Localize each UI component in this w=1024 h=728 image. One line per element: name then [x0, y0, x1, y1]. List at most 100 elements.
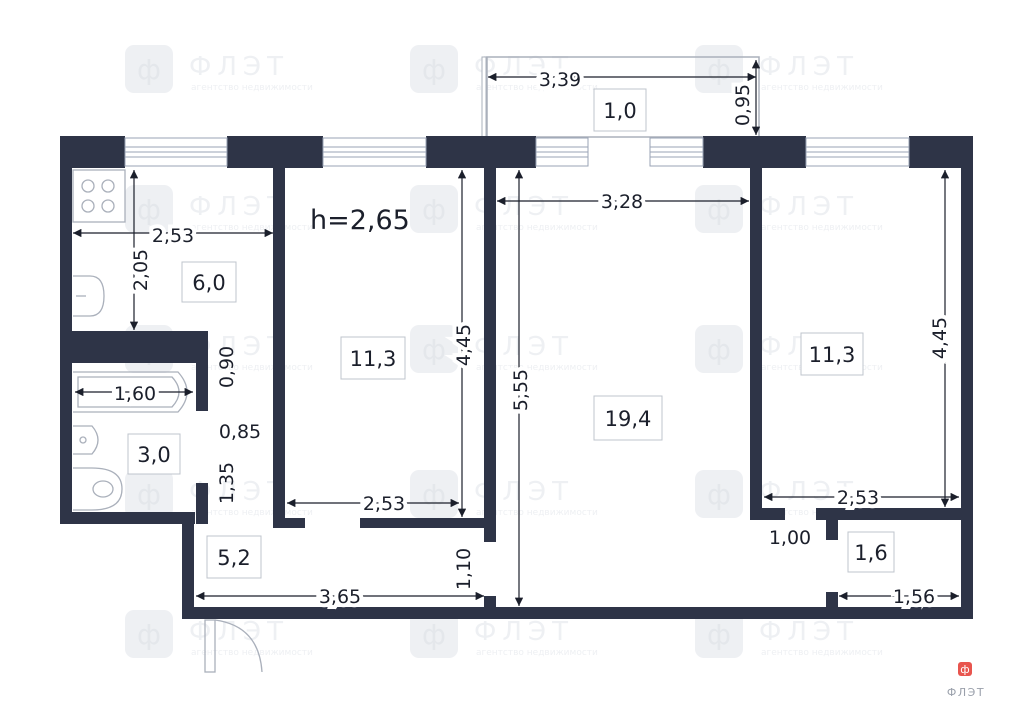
watermark-letter: ф: [422, 193, 446, 226]
dim-bath-wall: 0,90: [216, 346, 238, 388]
room-balcony-area: 1,0: [603, 99, 636, 123]
watermark-logo-icon: [410, 185, 458, 233]
room-kitchen: 6,0: [181, 261, 237, 303]
watermark-tagline: агентство недвижимости: [761, 648, 883, 658]
watermark-logo-icon: [125, 610, 173, 658]
walls: [60, 136, 973, 619]
wall-right: [961, 136, 973, 619]
window-balcony-right: [649, 137, 704, 167]
room-closet: 1,6: [847, 531, 895, 573]
watermark-logo-icon: [125, 45, 173, 93]
room-closet-area: 1,6: [854, 541, 887, 565]
room-hall: 5,2: [206, 535, 262, 579]
wall-right-bedroom-left: [750, 168, 762, 520]
dim-closet-door: 1,00: [769, 527, 811, 549]
wall-right-bedroom-bottom: [750, 508, 785, 520]
wall-bath-bottom: [60, 512, 195, 524]
dim-left-bedroom-depth: 4,45: [453, 324, 475, 366]
watermark-letter: ф: [422, 478, 446, 511]
wall-center: [484, 168, 496, 542]
watermark-tagline: агентство недвижимости: [761, 223, 883, 233]
stove-icon: [72, 169, 126, 223]
room-labels: 6,0 3,0 5,2 11,3 19,4 11,3 1,0 1,6: [127, 88, 895, 579]
watermark-name: ФЛЭТ: [474, 617, 574, 647]
watermark-tagline: агентство недвижимости: [191, 223, 313, 233]
wall-kitchen-bath: [60, 331, 208, 363]
dim-closet-width: 1,56: [893, 586, 935, 608]
wall-top-3: [426, 136, 536, 168]
wall-bottom: [182, 607, 973, 619]
wall-closet-top: [816, 508, 973, 520]
wall-closet-stub: [826, 592, 838, 608]
watermark-name: ФЛЭТ: [759, 617, 859, 647]
dim-bath-lower: 1,35: [216, 462, 238, 504]
brand-logo-icon: [958, 662, 972, 676]
wall-closet-left: [826, 508, 838, 540]
wall-bedroom-left-inner: [273, 410, 285, 528]
watermark-letter: ф: [137, 193, 161, 226]
watermark-logo-icon: [695, 610, 743, 658]
watermark-letter: ф: [707, 193, 731, 226]
toilet-icon: [73, 467, 123, 511]
watermark-letter: ф: [137, 618, 161, 651]
room-bedroom-right: 11,3: [800, 332, 864, 376]
watermark-tagline: агентство недвижимости: [761, 83, 883, 93]
windows: [124, 137, 910, 167]
watermark-name: ФЛЭТ: [189, 617, 289, 647]
dimension-lines: [73, 60, 959, 606]
dim-living-door: 1,10: [453, 548, 475, 590]
entrance-door-icon: [204, 619, 263, 673]
watermark-tagline: агентство недвижимости: [191, 648, 313, 658]
room-bedroom-left-area: 11,3: [350, 347, 397, 371]
watermark-letter: ф: [137, 53, 161, 86]
watermark-letter: ф: [422, 333, 446, 366]
dim-balcony-width: 3,39: [539, 69, 581, 91]
watermark-logo-icon: [410, 45, 458, 93]
kitchen-sink-icon: [73, 275, 105, 317]
watermark-tagline: агентство недвижимости: [476, 223, 598, 233]
watermark-name: ФЛЭТ: [759, 192, 859, 222]
wall-bath-right-lower: [196, 483, 208, 524]
window-bedroom-right: [805, 137, 910, 167]
wall-hall-left: [182, 512, 194, 619]
watermark-tagline: агентство недвижимости: [191, 363, 313, 373]
watermark-tagline: агентство недвижимости: [191, 83, 313, 93]
watermark-tagline: агентство недвижимости: [476, 83, 598, 93]
room-living-area: 19,4: [605, 407, 652, 431]
watermark-tagline: агентство недвижимости: [191, 508, 313, 518]
room-kitchen-area: 6,0: [192, 271, 225, 295]
dim-living-depth: 5,55: [510, 369, 532, 411]
watermark-logo-icon: [410, 325, 458, 373]
dim-balcony-depth: 0,95: [732, 84, 754, 126]
watermark-name: ФЛЭТ: [189, 52, 289, 82]
watermark-letter: ф: [707, 53, 731, 86]
watermark-letter: ф: [707, 618, 731, 651]
watermark-logo-icon: [125, 470, 173, 518]
brand-logo-letter: ф: [960, 663, 969, 676]
dim-left-bedroom-width: 2,53: [363, 493, 405, 515]
watermark-name: ФЛЭТ: [759, 52, 859, 82]
watermark-letter: ф: [137, 478, 161, 511]
room-bedroom-right-area: 11,3: [809, 343, 856, 367]
wall-kitchen-right: [273, 168, 285, 413]
wall-bedroom-left-bottom-b: [360, 518, 494, 528]
brand-logo: ф ФЛЭТ: [947, 662, 984, 699]
wall-center-stub: [484, 596, 496, 608]
watermark-letter: ф: [707, 333, 731, 366]
watermark-name: ФЛЭТ: [759, 477, 859, 507]
room-balcony: 1,0: [593, 88, 647, 132]
watermark-letter: ф: [422, 618, 446, 651]
watermark-logo-icon: [695, 470, 743, 518]
watermark-logo-icon: [410, 610, 458, 658]
dimension-labels: 3,39 0,95 2,53 2,05 0,90 1,60 0,85 1,35 …: [110, 65, 955, 612]
watermark-tagline: агентство недвижимости: [476, 648, 598, 658]
room-bathroom-area: 3,0: [137, 443, 170, 467]
